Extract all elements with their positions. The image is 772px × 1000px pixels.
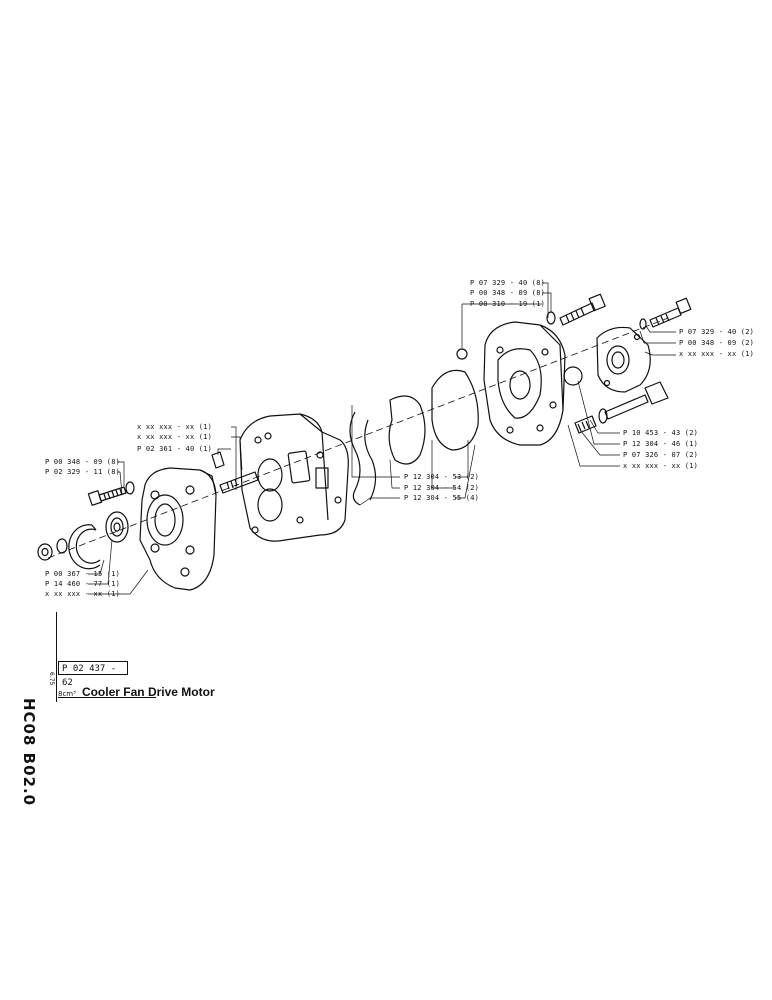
callout-label: x xx xxx - xx (1) (45, 590, 121, 598)
drawing-code-suffix: 6.75 (48, 672, 55, 686)
relief-valve (574, 415, 597, 434)
displacement: 8cm³ (58, 690, 76, 698)
page-title: Cooler Fan Drive Motor (81, 685, 215, 699)
hose-fitting (598, 381, 669, 424)
rear-cover-bolt (546, 293, 606, 326)
callout-label: x xx xxx - xx (1) (679, 350, 755, 358)
callout-label: P 14 460 - 77 (1) (45, 580, 121, 588)
flange-bolt (639, 297, 692, 330)
title-row: 8cm³ Cooler Fan Drive Motor (58, 681, 215, 700)
callout-label: P 12 304 - 54 (2) (404, 484, 480, 492)
port-flange (596, 326, 651, 393)
drive-shaft (219, 471, 259, 494)
o-ring (456, 348, 468, 360)
pump-housing (239, 413, 349, 542)
leader-lines (88, 282, 676, 595)
callout-label: P 02 361 - 40 (1) (137, 445, 213, 453)
callout-label: P 00 367 - 15 (1) (45, 570, 121, 578)
margin-rule (56, 612, 57, 702)
callout-label: P 00 348 - 09 (2) (679, 339, 755, 347)
shaft-nut-and-washer (37, 538, 68, 561)
callout-label: P 07 326 - 07 (2) (623, 451, 699, 459)
callout-label: P 00 348 - 09 (8) (470, 289, 546, 297)
shaft-key (211, 451, 225, 469)
callout-label: P 02 329 - 11 (8) (45, 468, 121, 476)
drawing-code: HC08 B02.0 (20, 698, 38, 807)
callout-label: P 00 348 - 09 (8) (45, 458, 121, 466)
part-number: P 02 437 - 62 (58, 661, 128, 688)
shaft-seal (105, 511, 129, 543)
callout-label: P 07 329 - 40 (8) (470, 279, 546, 287)
callout-label: x xx xxx - xx (1) (137, 423, 213, 431)
flange-o-ring (563, 366, 583, 386)
front-cover-bolt (87, 481, 135, 506)
title-underline (58, 697, 156, 698)
retaining-ring (68, 524, 101, 570)
callout-label: x xx xxx - xx (1) (623, 462, 699, 470)
callout-label: x xx xxx - xx (1) (137, 433, 213, 441)
callout-label: P 00 310 - 19 (1) (470, 300, 546, 308)
callout-label: P 12 304 - 53 (2) (404, 473, 480, 481)
front-cover (139, 467, 217, 591)
callout-label: P 12 304 - 55 (4) (404, 494, 480, 502)
callout-label: P 12 304 - 46 (1) (623, 440, 699, 448)
callout-label: P 07 329 - 40 (2) (679, 328, 755, 336)
title-block: P 02 437 - 62 8cm³ Cooler Fan Drive Motor (58, 661, 215, 701)
gasket-set (349, 369, 479, 506)
callout-label: P 10 453 - 43 (2) (623, 429, 699, 437)
rear-cover (483, 321, 566, 446)
